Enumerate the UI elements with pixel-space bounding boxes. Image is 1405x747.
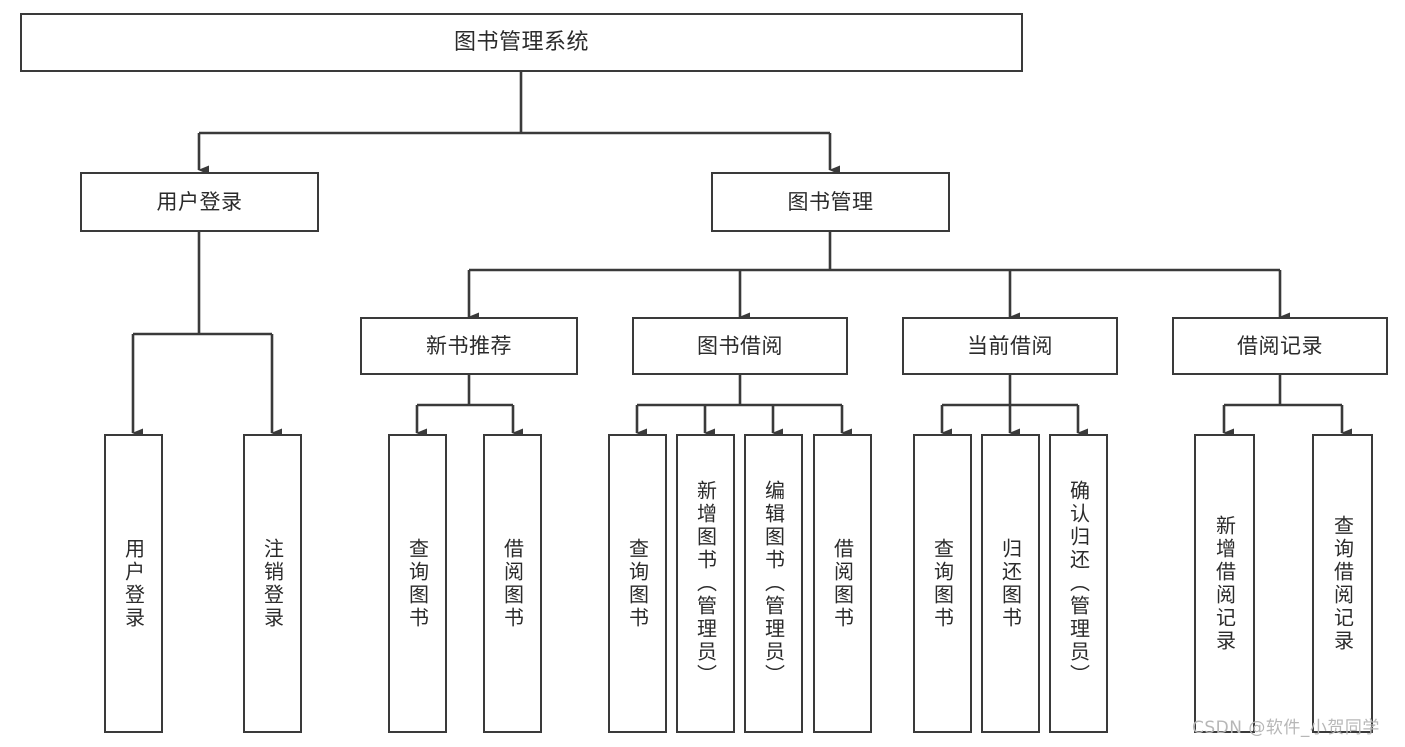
node-label: 图书管理 — [787, 189, 874, 214]
leaf-query-borrow-record[interactable]: 查询借阅记录 — [1312, 434, 1373, 733]
node-label: 新增借阅记录 — [1212, 514, 1237, 653]
node-label: 借阅图书 — [830, 537, 855, 630]
node-label: 图书借阅 — [697, 333, 783, 358]
node-label: 用户登录 — [156, 189, 243, 214]
node-label: 用户登录 — [121, 537, 146, 630]
node-label: 借阅图书 — [500, 537, 525, 630]
node-label: 查询图书 — [405, 537, 430, 630]
node-user-login[interactable]: 用户登录 — [80, 172, 319, 232]
node-label: 当前借阅 — [967, 333, 1053, 358]
leaf-user-login[interactable]: 用户登录 — [104, 434, 163, 733]
node-label: 图书管理系统 — [453, 29, 589, 55]
node-label: 归还图书 — [998, 537, 1023, 630]
leaf-borrow-books[interactable]: 借阅图书 — [813, 434, 872, 733]
node-label: 查询图书 — [625, 537, 650, 630]
node-label: 查询借阅记录 — [1330, 514, 1355, 653]
node-new-book-recommendation[interactable]: 新书推荐 — [360, 317, 578, 375]
node-borrow-records[interactable]: 借阅记录 — [1172, 317, 1388, 375]
node-root-system[interactable]: 图书管理系统 — [20, 13, 1023, 72]
leaf-return-books[interactable]: 归还图书 — [981, 434, 1040, 733]
node-label: 注销登录 — [260, 537, 285, 630]
node-label: 查询图书 — [930, 537, 955, 630]
node-label: 新书推荐 — [426, 333, 512, 358]
leaf-add-borrow-record[interactable]: 新增借阅记录 — [1194, 434, 1255, 733]
node-book-borrow[interactable]: 图书借阅 — [632, 317, 848, 375]
leaf-edit-book-admin[interactable]: 编辑图书（管理员） — [744, 434, 803, 733]
node-label: 编辑图书（管理员） — [761, 480, 786, 687]
leaf-query-books-current[interactable]: 查询图书 — [913, 434, 972, 733]
node-label: 借阅记录 — [1237, 333, 1323, 358]
leaf-logout[interactable]: 注销登录 — [243, 434, 302, 733]
csdn-watermark: CSDN @软件_小贺同学 — [1192, 718, 1380, 738]
leaf-confirm-return-admin[interactable]: 确认归还（管理员） — [1049, 434, 1108, 733]
leaf-add-book-admin[interactable]: 新增图书（管理员） — [676, 434, 735, 733]
node-label: 确认归还（管理员） — [1066, 480, 1091, 687]
leaf-borrow-books-rec[interactable]: 借阅图书 — [483, 434, 542, 733]
node-current-borrow[interactable]: 当前借阅 — [902, 317, 1118, 375]
leaf-query-books-borrow[interactable]: 查询图书 — [608, 434, 667, 733]
leaf-query-books-rec[interactable]: 查询图书 — [388, 434, 447, 733]
node-book-management[interactable]: 图书管理 — [711, 172, 950, 232]
node-label: 新增图书（管理员） — [693, 480, 718, 687]
